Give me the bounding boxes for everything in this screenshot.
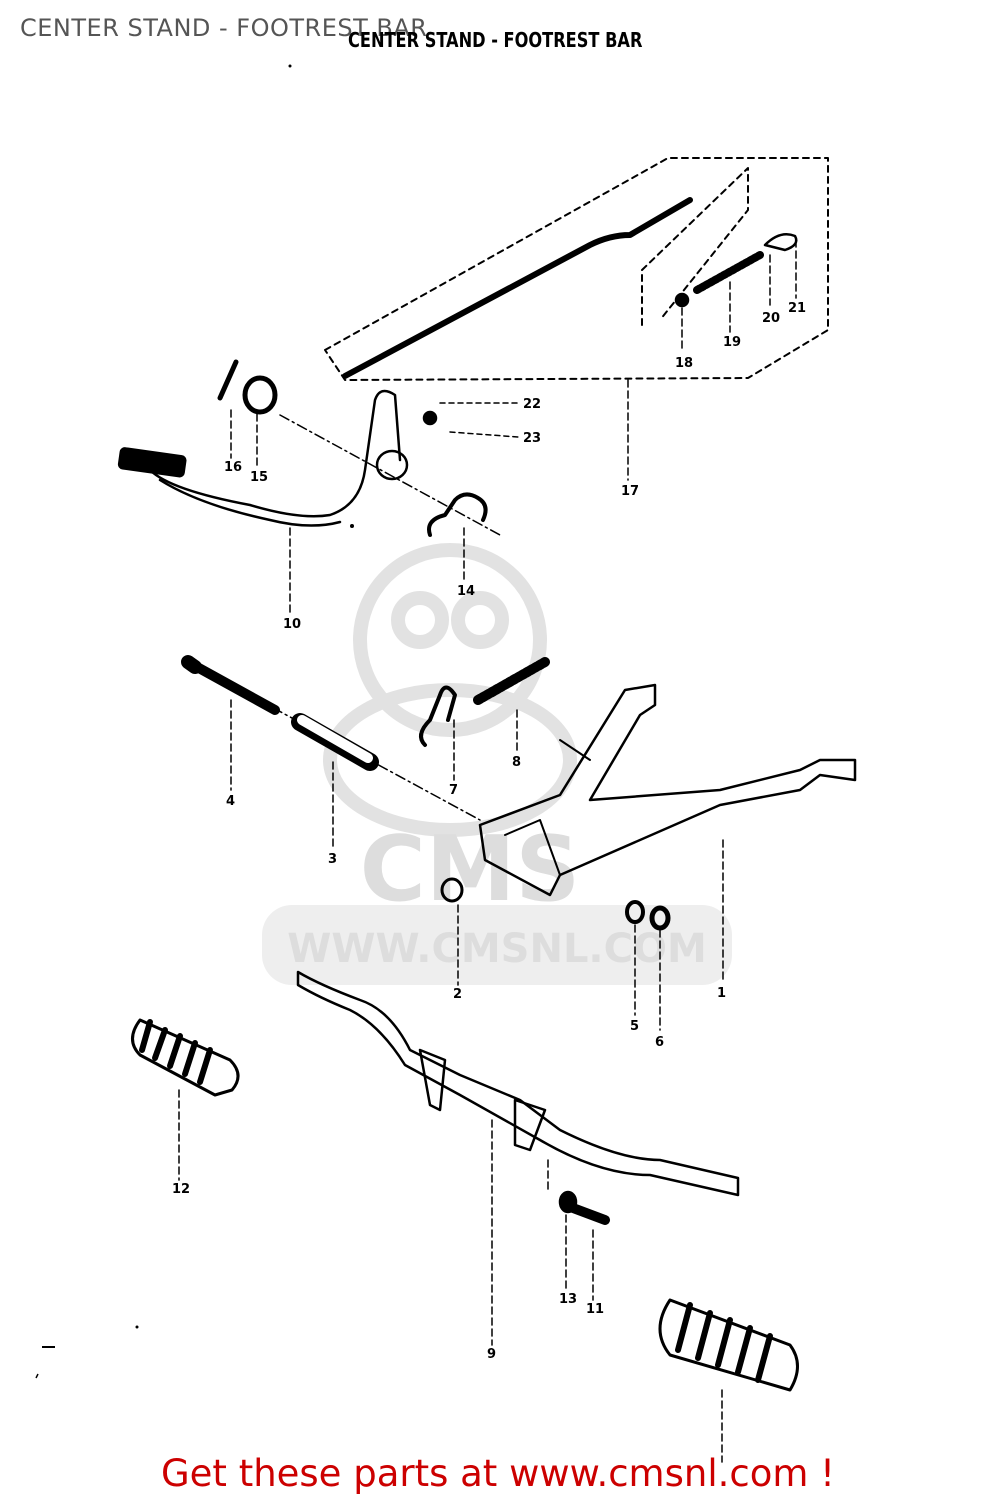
cotter-pin-16 [217,359,239,401]
callout-13: 13 [559,1292,577,1307]
callout-1: 1 [717,986,726,1001]
callout-12: 12 [172,1182,190,1197]
callout-2: 2 [453,987,462,1002]
hook-7 [419,685,457,747]
footrest-rubber-right [658,1298,799,1392]
footrest-rubber-left [131,1018,240,1097]
part-17-inner-box [641,167,749,326]
watermark-logo-text: CMS [360,817,580,922]
part-17-outline [324,157,829,381]
footrest-bracket-left [418,1048,447,1112]
washer-15 [242,375,278,415]
callout-7: 7 [449,783,458,798]
callout-11: 11 [586,1302,604,1317]
spring-14 [427,492,488,537]
pedal-arm [148,389,402,518]
callout-17: 17 [621,484,639,499]
nut-6 [649,905,671,931]
clip-22 [422,410,438,426]
pedal-pad [117,447,187,478]
callout-10: 10 [283,617,301,632]
callout-15: 15 [250,470,268,485]
callout-23: 23 [523,431,541,446]
pivot-bolt-4 [183,657,280,715]
callout-9: 9 [487,1347,496,1362]
pedal-boss [375,449,409,481]
footrest-bar [296,970,740,1197]
drawing-title: CENTER STAND - FOOTREST BAR [348,28,643,52]
footrest-bracket-right [513,1098,547,1152]
callout-4: 4 [226,794,235,809]
spring-8 [473,657,550,705]
cap-2 [440,877,464,903]
watermark-text: WWW.CMSNL.COM [287,926,707,972]
center-stand-rod [342,197,693,379]
callout-14: 14 [457,584,475,599]
callout-21: 21 [788,301,806,316]
page-title: CENTER STAND - FOOTREST BAR [20,14,428,42]
washer-5 [625,900,645,924]
callout-19: 19 [723,335,741,350]
callout-20: 20 [762,311,780,326]
footer-link[interactable]: Get these parts at www.cmsnl.com ! [160,1452,835,1495]
callout-16: 16 [224,460,242,475]
washer-13 [558,1190,578,1214]
watermark-banner [262,905,732,985]
callout-6: 6 [655,1035,664,1050]
washer-18 [674,292,690,308]
callout-5: 5 [630,1019,639,1034]
callout-3: 3 [328,852,337,867]
callout-22: 22 [523,397,541,412]
callout-8: 8 [512,755,521,770]
pedal-arm-lower [158,478,342,527]
callout-18: 18 [675,356,693,371]
clip-20-21 [763,233,798,252]
callout-labels: 1 2 3 4 5 6 7 8 9 10 11 12 13 14 15 16 1… [172,301,806,1362]
spring-19 [693,251,764,294]
